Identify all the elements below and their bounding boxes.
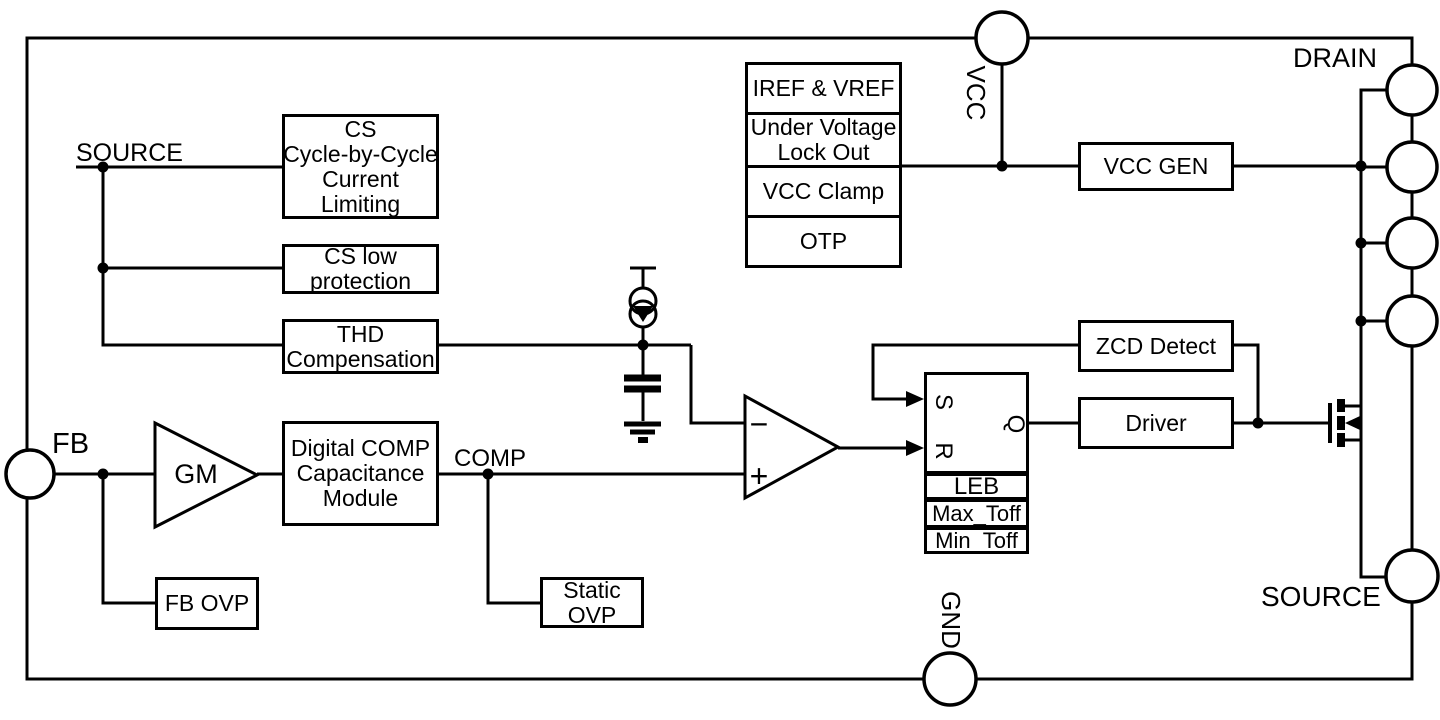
wire-drain-bus	[1359, 88, 1387, 579]
source-net-label: SOURCE	[76, 139, 183, 167]
block-leb: LEB	[924, 473, 1029, 500]
block-label-line: Compensation	[286, 345, 435, 372]
comp-net-label: COMP	[454, 445, 526, 472]
block-label-line: protection	[309, 268, 411, 294]
sr-latch-q-label: Q	[1002, 414, 1029, 434]
block-sr-latch: S R Q	[924, 372, 1029, 474]
sr-latch-reset-label: R	[930, 442, 957, 460]
block-driver: Driver	[1078, 397, 1234, 449]
block-label-line: ZCD Detect	[1095, 332, 1217, 359]
gm-amp-symbol	[153, 420, 261, 530]
comparator-minus-sign: −	[750, 406, 769, 442]
wire-source-sense-net	[76, 165, 745, 425]
drain-pin-circle-4	[1385, 294, 1439, 348]
wire-outer-border	[25, 36, 1414, 681]
block-supervisor-stack: IREF & VREF Under Voltage Lock Out VCC C…	[745, 62, 902, 268]
source-pin-circle	[1384, 548, 1440, 604]
block-digital-comp-module: Digital COMP Capacitance Module	[282, 421, 439, 526]
wire-gate-drive	[1233, 343, 1328, 425]
block-vcc-gen: VCC GEN	[1078, 142, 1234, 191]
block-label-line: CS	[344, 115, 377, 142]
set-input-arrowhead	[906, 391, 924, 407]
wire-zcd-set-net	[871, 343, 1078, 401]
mosfet-icon	[1328, 399, 1361, 447]
block-label-line: Min_Toff	[935, 528, 1018, 553]
latch-input-arrowheads	[906, 391, 924, 456]
reset-input-arrowhead	[906, 440, 924, 456]
block-label-line: THD	[336, 320, 385, 347]
gnd-pin-label: GND	[936, 591, 966, 649]
junction-dot	[97, 161, 109, 173]
block-label-line: Capacitance	[296, 460, 425, 486]
junction-dot	[1252, 417, 1264, 429]
sr-latch-set-label: S	[930, 393, 957, 410]
wire-fb-net	[54, 472, 155, 605]
block-max-toff: Max_Toff	[924, 499, 1029, 528]
junction-dot	[482, 468, 494, 480]
supervisor-row-vcc-clamp: VCC Clamp	[748, 165, 899, 215]
current-source-icon	[628, 286, 658, 329]
block-label-line: Under Voltage	[750, 114, 897, 140]
block-thd-compensation: THD Compensation	[282, 319, 439, 374]
block-fb-ovp: FB OVP	[155, 577, 259, 630]
block-label-line: Digital COMP	[290, 435, 431, 461]
block-label-line: VCC Clamp	[762, 178, 885, 204]
block-label-line: LEB	[953, 473, 1000, 500]
block-label-line: Driver	[1125, 409, 1187, 436]
block-cs-cycle-limiting: CS Cycle-by-Cycle Current Limiting	[282, 114, 439, 219]
junction-dot	[1355, 237, 1367, 249]
junction-dots	[97, 160, 1367, 480]
supervisor-row-otp: OTP	[748, 215, 899, 265]
current-source-bottom-circle	[628, 299, 658, 329]
junction-dot	[1355, 315, 1367, 327]
block-min-toff: Min_Toff	[924, 527, 1029, 554]
block-label-line: FB OVP	[164, 590, 250, 616]
block-label-line: VCC GEN	[1103, 153, 1209, 179]
junction-dot	[1355, 160, 1367, 172]
comparator-symbol	[743, 393, 842, 501]
source-pad-label: SOURCE	[1261, 581, 1381, 612]
drain-pin-label: DRAIN	[1293, 43, 1378, 73]
block-label-line: Limiting	[320, 190, 401, 217]
wire-vcc-net	[900, 64, 1361, 168]
fb-pin-label: FB	[52, 428, 90, 460]
block-label-line: OVP	[567, 601, 617, 628]
block-label-line: Static	[563, 576, 621, 603]
block-label-line: CS low	[324, 243, 397, 269]
gnd-pin-circle	[922, 651, 978, 707]
drain-pin-circle-2	[1385, 140, 1439, 194]
drain-pin-circle-1	[1385, 63, 1439, 117]
block-label-line: IREF & VREF	[752, 75, 895, 101]
block-label-line: Max_Toff	[932, 501, 1021, 526]
block-zcd-detect: ZCD Detect	[1078, 320, 1234, 372]
vcc-pin-label: VCC	[961, 66, 991, 121]
junction-dot	[996, 160, 1008, 172]
block-label-line: Cycle-by-Cycle	[283, 140, 438, 167]
comparator-plus-sign: +	[750, 458, 769, 494]
gm-amp-label: GM	[174, 459, 218, 489]
block-label-line: Current	[322, 165, 399, 192]
ground-icon	[624, 421, 661, 443]
drain-pin-circle-3	[1385, 216, 1439, 270]
block-label-line: Module	[322, 485, 399, 511]
junction-dot	[97, 468, 109, 480]
current-source-arrow	[633, 306, 653, 322]
block-cs-low-protection: CS low protection	[282, 244, 439, 294]
block-static-ovp: Static OVP	[540, 577, 644, 628]
fb-pin-circle	[4, 448, 56, 500]
supervisor-row-uvlo: Under Voltage Lock Out	[748, 112, 899, 165]
junction-dot	[97, 262, 109, 274]
mosfet-body-arrow	[1345, 416, 1360, 430]
capacitor-icon	[624, 374, 661, 393]
block-label-line: Lock Out	[777, 139, 870, 165]
junction-dot	[637, 339, 649, 351]
supervisor-row-iref-vref: IREF & VREF	[748, 65, 899, 112]
vcc-pin-circle	[974, 10, 1030, 66]
block-label-line: OTP	[799, 228, 848, 254]
pin-circles	[4, 10, 1440, 707]
wire-current-source-branch	[630, 266, 656, 421]
